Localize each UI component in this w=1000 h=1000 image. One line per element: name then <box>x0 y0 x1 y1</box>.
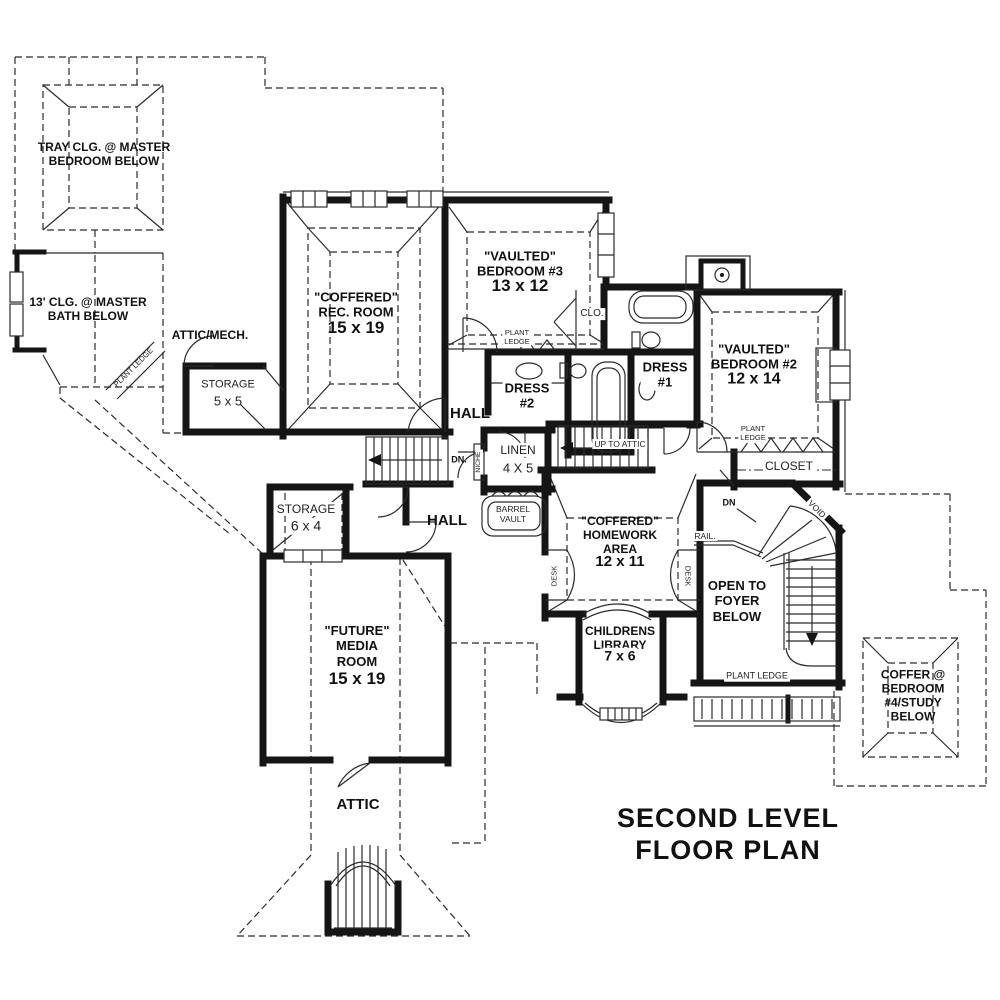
storage-5x5-label: STORAGE <box>201 378 255 391</box>
down-foyer-label: DN <box>720 497 738 509</box>
windows <box>9 190 851 563</box>
closet-label: CLOSET <box>762 458 816 474</box>
rec-room-label: "COFFERED" REC. ROOM <box>314 289 398 320</box>
clo-label: CLO. <box>578 308 606 320</box>
niche-label: NICHE <box>474 449 484 475</box>
hall-upper-label: HALL <box>450 405 490 423</box>
homework-dim: 12 x 11 <box>595 553 645 571</box>
bedroom3-dim: 13 x 12 <box>491 275 549 295</box>
desk-right-label: DESK <box>682 563 693 589</box>
media-room-dim: 15 x 19 <box>328 668 386 688</box>
coffer-bed4-note: COFFER @ BEDROOM #4/STUDY BELOW <box>880 667 946 725</box>
plant-ledge-bed3-label: PLANT LEDGE <box>502 328 532 347</box>
rec-room-dim: 15 x 19 <box>327 317 385 337</box>
roof-outline-lines <box>14 56 987 937</box>
bedroom3-label: "VAULTED" BEDROOM #3 <box>477 248 563 279</box>
plant-ledge-bottom-label: PLANT LEDGE <box>724 670 790 682</box>
linen-label: LINEN <box>498 442 538 458</box>
tray-ceiling-note: TRAY CLG. @ MASTER BEDROOM BELOW <box>37 139 171 168</box>
plant-ledge-bed2-label: PLANT LEDGE <box>738 424 768 443</box>
dress1-label: DRESS #1 <box>640 359 690 391</box>
storage-6x4-label: STORAGE <box>274 501 338 517</box>
media-room-label: "FUTURE" MEDIA ROOM <box>324 623 390 669</box>
desk-left-label: DESK <box>549 563 560 589</box>
dress2-label: DRESS #2 <box>502 380 552 412</box>
hall-lower-label: HALL <box>427 512 467 530</box>
storage-6x4-dim: 6 x 4 <box>288 517 324 535</box>
open-to-foyer-label: OPEN TO FOYER BELOW <box>707 578 767 624</box>
rail-label: RAIL. <box>692 530 718 542</box>
bedroom2-dim: 12 x 14 <box>727 370 781 388</box>
linen-dim: 4 X 5 <box>500 460 536 476</box>
homework-label: "COFFERED" HOMEWORK AREA <box>581 513 659 557</box>
thin-lines <box>239 191 846 929</box>
barrel-vault-label: BARREL VAULT <box>493 503 533 525</box>
attic-mech-label: ATTIC/MECH. <box>171 327 249 342</box>
doors <box>183 317 728 788</box>
bedroom2-label: "VAULTED" BEDROOM #2 <box>711 341 797 372</box>
down-main-label: DN. <box>451 454 467 465</box>
up-to-attic-label: UP TO ATTIC <box>592 438 648 450</box>
library-dim: 7 x 6 <box>602 647 638 665</box>
page-title: SECOND LEVEL FLOOR PLAN <box>616 803 840 865</box>
master-bath-note: 13' CLG. @ MASTER BATH BELOW <box>29 294 147 323</box>
storage-5x5-dim: 5 x 5 <box>213 393 243 409</box>
attic-label: ATTIC <box>336 796 380 814</box>
